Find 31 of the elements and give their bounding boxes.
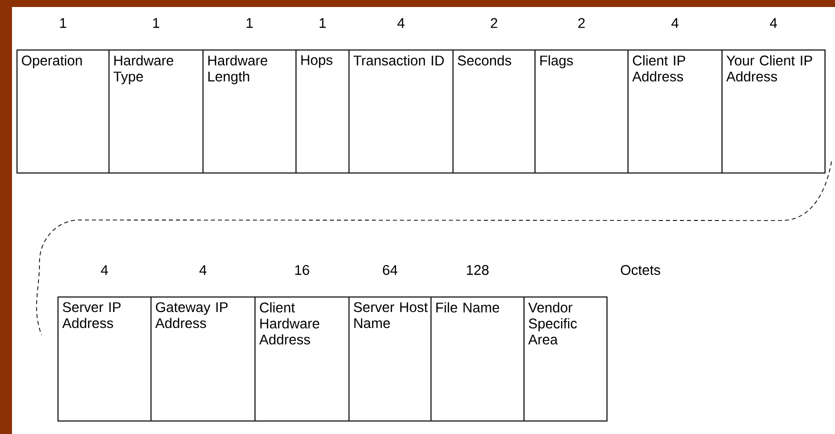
field-box: Hardware Type [108,50,204,174]
octet-count: 4 [199,265,206,275]
octet-count: 16 [295,265,310,275]
unit-label: Octets [620,265,660,275]
field-box: Transaction ID [348,50,454,174]
octet-count: 1 [60,18,66,28]
octet-count: 2 [578,18,585,28]
field-box: Your Client IP Address [722,50,826,174]
field-box: Operation [16,50,110,174]
continuation-line [36,161,832,336]
octet-count: 1 [153,18,160,28]
field-box: Client Hardware Address [254,296,350,422]
octet-count: 4 [671,18,678,28]
octet-count: 64 [382,265,398,275]
octet-count: 4 [770,18,777,28]
field-box: Client IP Address [628,50,722,174]
field-box: Server IP Address [58,296,152,422]
octet-count: 4 [397,18,404,28]
field-box: Flags [534,50,628,174]
octet-count: 1 [320,18,326,28]
field-box: Vendor Specific Area [524,296,608,422]
field-box: Server Host Name [348,296,432,422]
octet-count: 128 [466,265,489,275]
field-box: Hardware Length [202,50,296,174]
field-box: Seconds [452,50,536,174]
octet-count: 4 [100,265,108,275]
field-box: Hops [296,50,350,174]
field-box: File Name [430,296,524,422]
field-box: Gateway IP Address [150,296,256,422]
octet-count: 2 [490,18,498,28]
octet-count: 1 [246,18,253,28]
